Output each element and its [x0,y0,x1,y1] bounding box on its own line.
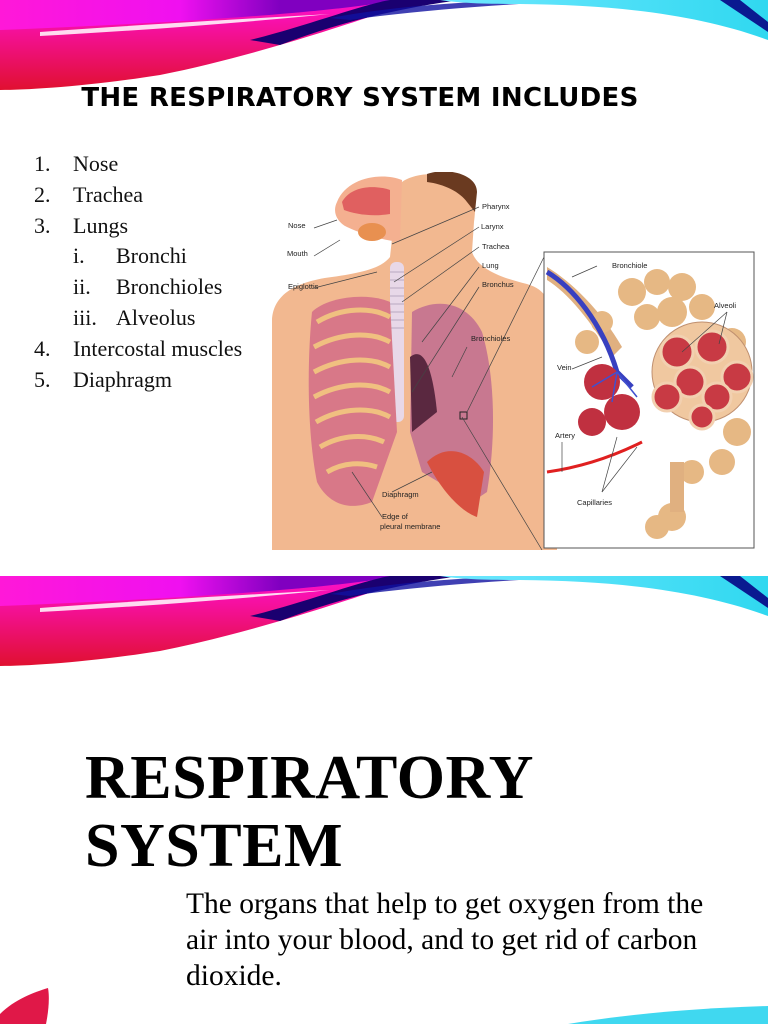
label-larynx: Larynx [481,222,504,231]
list-item-bronchi: i.Bronchi [73,243,187,269]
label-lung: Lung [482,261,499,270]
decorative-swoosh-banner [0,0,768,90]
label-bronchus: Bronchus [482,280,514,289]
decorative-swoosh-bottom-right [568,1006,768,1024]
list-item-nose: 1.Nose [34,151,119,176]
slide-title: THE RESPIRATORY SYSTEM INCLUDES [81,83,639,113]
list-item-lungs: 3.Lungs [34,212,128,238]
title-line-1: RESPIRATORY [85,744,534,812]
slide-title: RESPIRATORY SYSTEM [85,744,534,880]
label-edge-of: Edge of [382,512,408,521]
label-bronchioles: Bronchioles [471,334,511,343]
label-epiglottis: Epiglottis [288,282,319,291]
respiratory-anatomy-diagram: Nose Mouth Epiglottis Pharynx Larynx Tra… [272,171,758,551]
list-item-alveolus: iii.Alveolus [73,304,196,330]
label-pharynx: Pharynx [482,202,510,211]
anatomy-illustration [272,171,755,551]
label-nose: Nose [288,221,306,230]
label-capillaries: Capillaries [577,498,613,507]
label-bronchiole: Bronchiole [612,261,648,270]
label-trachea: Trachea [482,242,510,251]
label-diaphragm: Diaphragm [382,490,419,499]
slide-body-text: The organs that help to get oxygen from … [186,888,704,992]
decorative-swoosh-banner [0,576,768,666]
slide-1: THE RESPIRATORY SYSTEM INCLUDES 1.Nose 2… [0,0,768,551]
slide-2: RESPIRATORY SYSTEM The organs that help … [0,576,768,1024]
list-item-diaphragm: 5.Diaphragm [34,366,172,392]
label-alveoli: Alveoli [714,301,737,310]
label-vein: Vein [557,363,572,372]
label-artery: Artery [555,431,576,440]
decorative-swoosh-bottom-left [0,988,49,1024]
list-item-intercostal-muscles: 4.Intercostal muscles [34,335,243,361]
label-mouth: Mouth [287,249,308,258]
respiratory-parts-list: 1.Nose 2.Trachea 3.Lungs i.Bronchi ii.Br… [34,149,242,395]
list-item-trachea: 2.Trachea [34,181,144,207]
label-pleural-membrane: pleural membrane [380,522,441,531]
list-item-bronchioles: ii.Bronchioles [73,274,223,300]
title-line-2: SYSTEM [85,812,343,880]
